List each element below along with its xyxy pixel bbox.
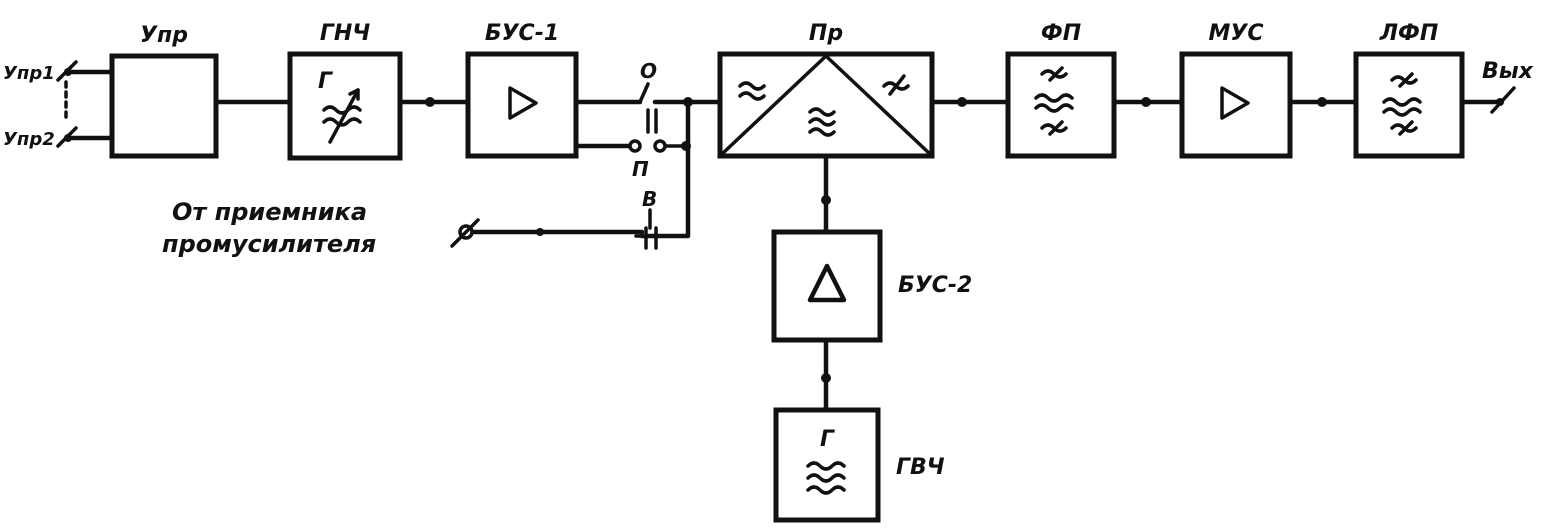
block-lfp: ЛФП — [1353, 21, 1465, 159]
wire-fp-mus-dot — [1141, 97, 1151, 107]
preamp-input-line — [450, 218, 645, 248]
switch-label-v: В — [642, 187, 657, 211]
wire-mus-lfp-dot — [1317, 97, 1327, 107]
block-fp: ФП — [1005, 21, 1117, 159]
output-terminal: Вых — [1459, 59, 1534, 114]
pr-wave-left-icon — [738, 81, 766, 101]
input-upr1-terminal: Упр1 — [3, 60, 115, 84]
gvch-wave-icon — [806, 461, 846, 495]
input-upr2-terminal: Упр2 — [3, 126, 115, 150]
block-mus: МУС — [1179, 21, 1293, 159]
wire-gvch-bus2-dot — [821, 373, 831, 383]
pr-wave-center-icon — [808, 107, 836, 137]
block-gnch-label: ГНЧ — [320, 21, 370, 46]
block-mus-label: МУС — [1209, 21, 1264, 46]
block-pr-label: Пр — [809, 21, 843, 46]
switch-blade-o — [638, 82, 650, 104]
mus-amplifier-icon — [1220, 86, 1250, 120]
block-upr-label: Упр — [140, 23, 188, 48]
bus1-amplifier-icon — [508, 86, 538, 120]
block-gnch: ГНЧ Г — [287, 21, 403, 161]
gnch-tunable-wave-icon — [322, 88, 362, 144]
block-bus1-label: БУС-1 — [485, 21, 559, 46]
input-upr1-label: Упр1 — [3, 63, 55, 84]
block-upr: Упр — [109, 23, 219, 159]
gvch-generator-symbol: Г — [820, 427, 835, 452]
block-bus2: БУС-2 — [771, 229, 972, 343]
node-junction-mid — [681, 141, 691, 151]
bus2-amplifier-icon — [807, 263, 847, 303]
block-gvch-label: ГВЧ — [896, 455, 945, 480]
block-lfp-label: ЛФП — [1379, 21, 1439, 46]
switch-network: О П В — [573, 59, 723, 250]
pr-wave-right-icon — [882, 74, 910, 96]
wire-pr-fp-dot — [957, 97, 967, 107]
block-bus1: БУС-1 — [465, 21, 579, 159]
block-fp-label: ФП — [1041, 21, 1081, 46]
fp-bandpass-filter-icon — [1034, 66, 1074, 136]
block-bus2-label: БУС-2 — [898, 273, 972, 298]
block-gvch: ГВЧ Г — [773, 407, 945, 523]
preamp-note-line2: промусилителя — [162, 230, 376, 258]
output-label: Вых — [1482, 59, 1534, 84]
block-pr: Пр — [717, 21, 935, 159]
switch-contact-left — [628, 139, 642, 153]
wire-gnch-bus1-dot — [425, 97, 435, 107]
switch-capacitor-icon — [634, 226, 670, 250]
input-upr2-label: Упр2 — [3, 129, 55, 150]
switch-label-o: О — [640, 59, 657, 83]
preamp-note-line1: От приемника — [172, 198, 367, 226]
switch-label-p: П — [632, 157, 649, 181]
wire-bus2-pr-dot — [821, 195, 831, 205]
gnch-generator-symbol: Г — [318, 69, 333, 94]
lfp-filter-icon — [1382, 72, 1422, 136]
